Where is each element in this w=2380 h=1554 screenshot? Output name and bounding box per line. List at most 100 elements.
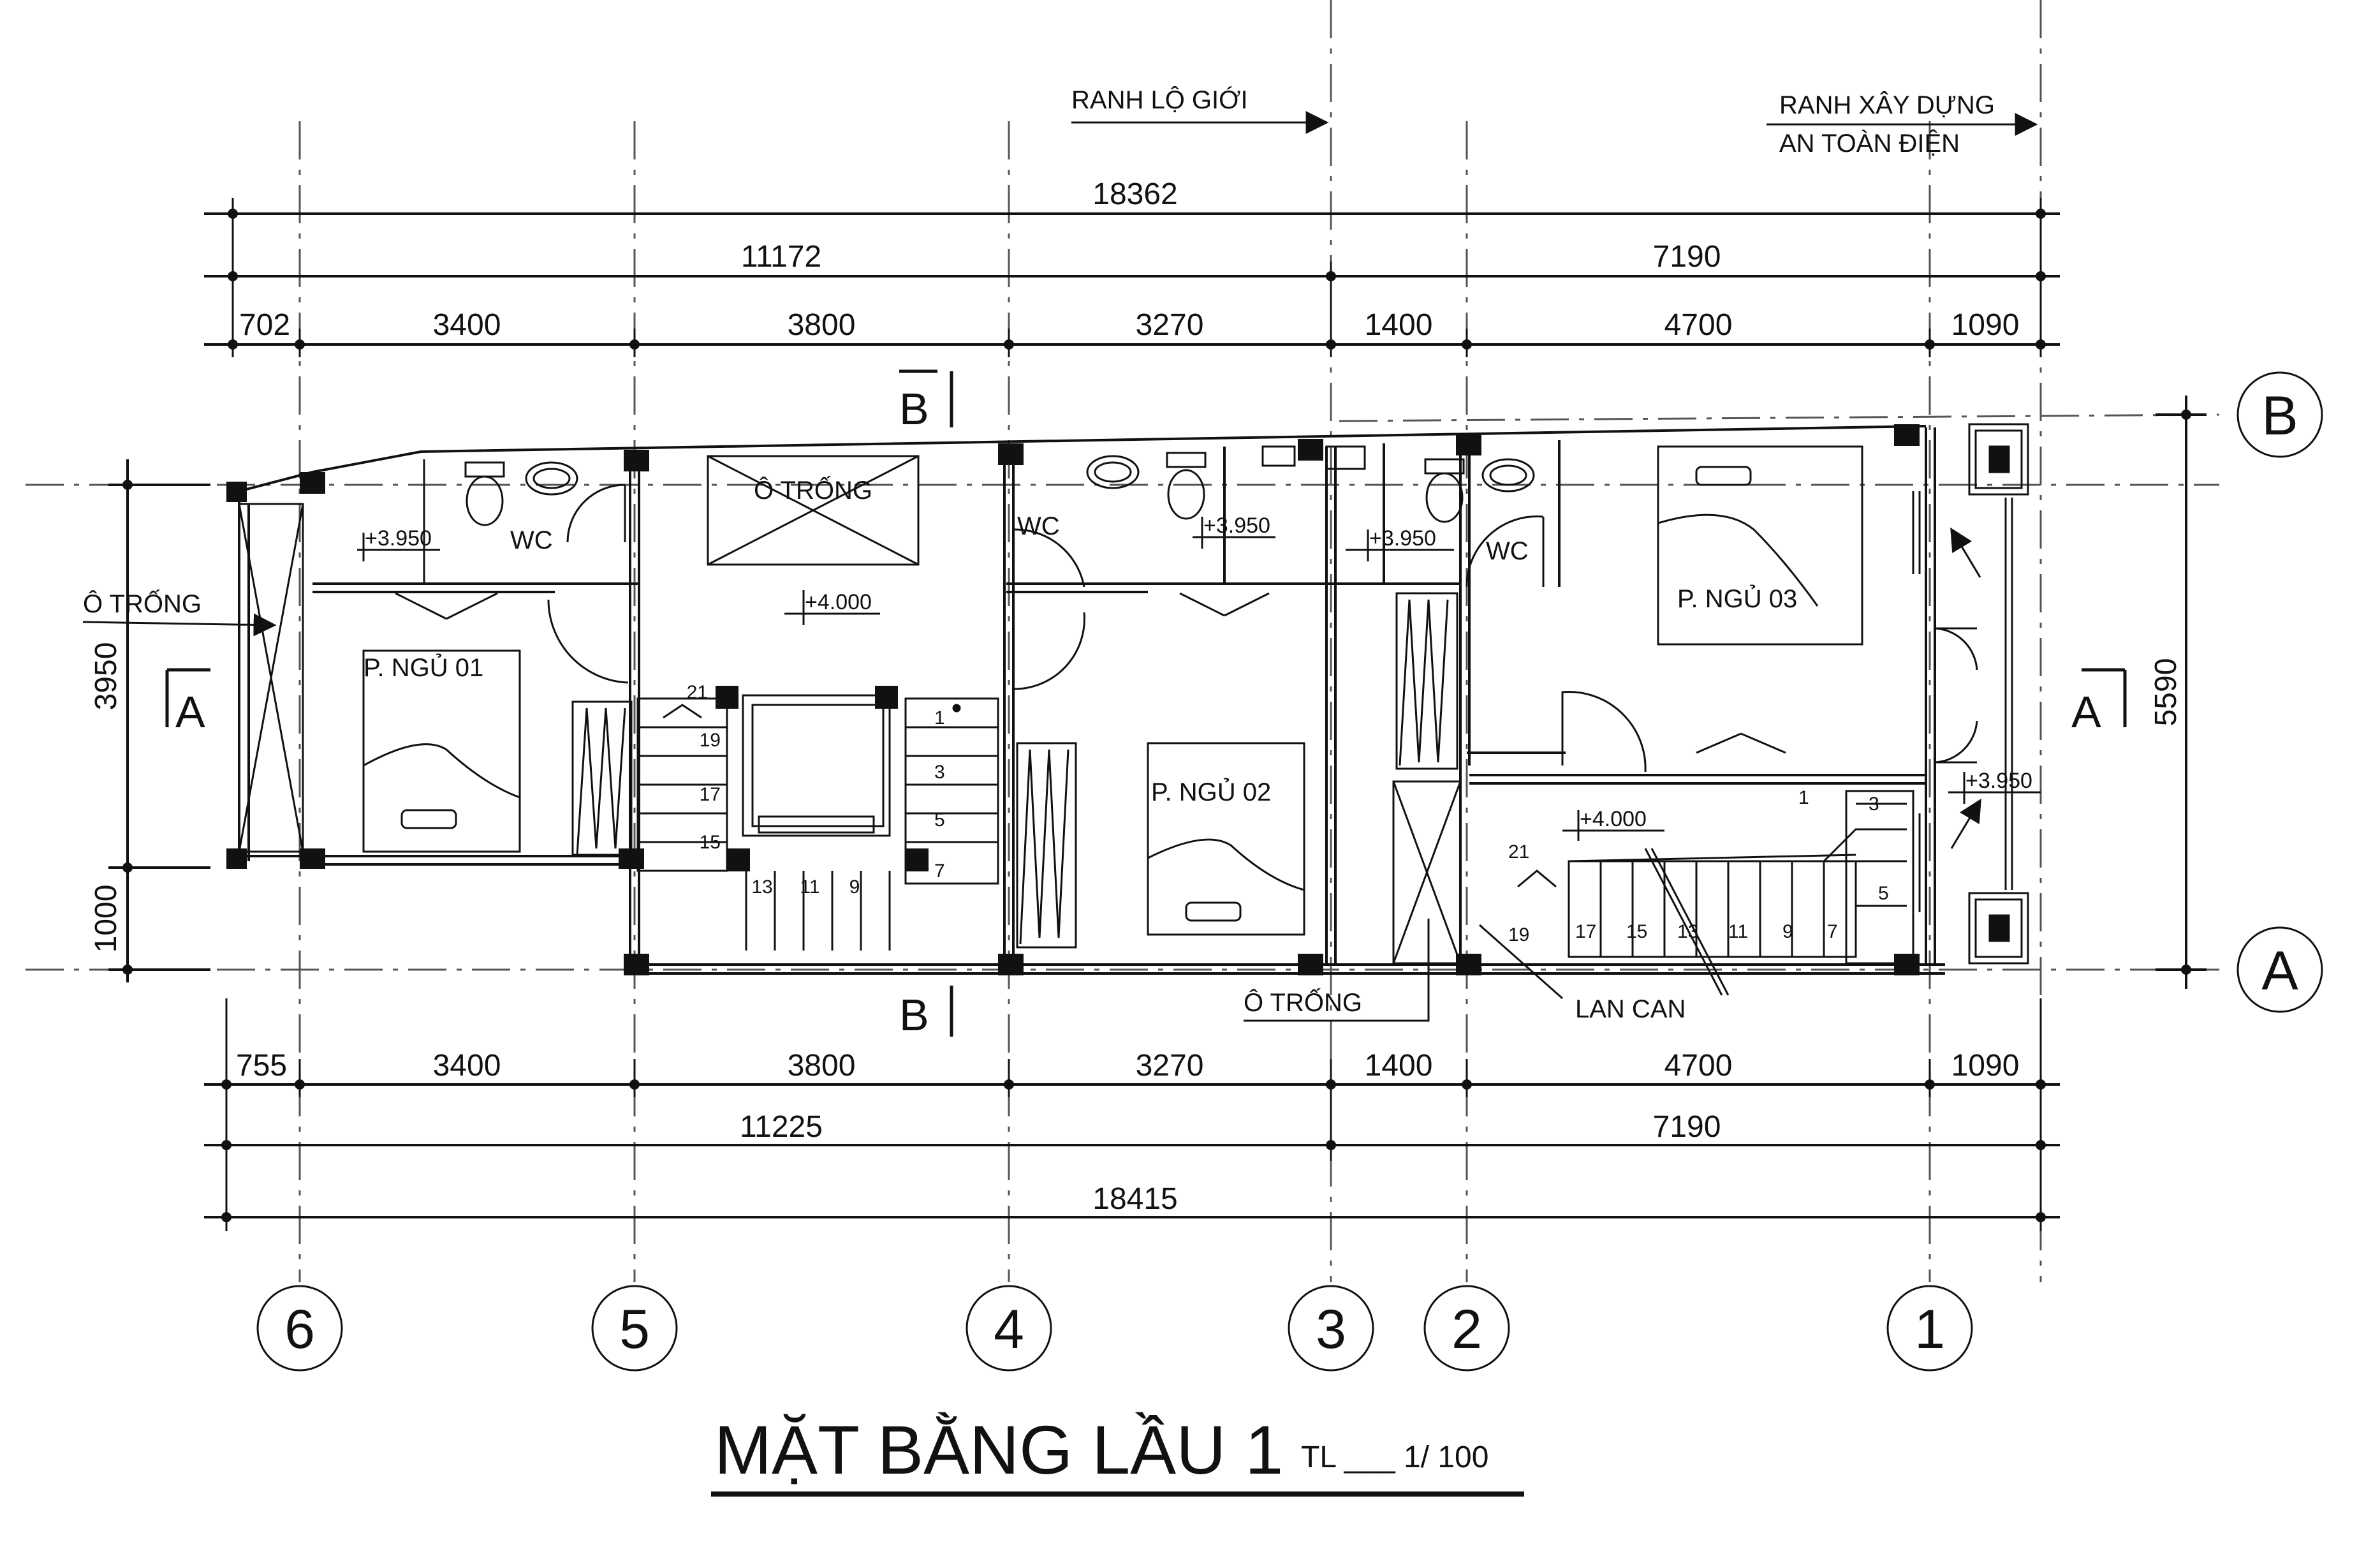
wc3-level: +3.950 [1369, 526, 1436, 551]
wc3-fixtures [1325, 445, 1545, 588]
top-right-dimension: 7190 [1653, 240, 1721, 274]
wc2-label: WC [1017, 512, 1060, 540]
wc1-label: WC [510, 526, 553, 554]
bottom-void [1392, 780, 1462, 965]
bed2-label: P. NGỦ 02 [1151, 777, 1271, 806]
wc2-fixtures [1013, 445, 1296, 588]
lan-can-label: LAN CAN [1575, 995, 1686, 1023]
top-bay-dimension: 3270 [1136, 308, 1204, 342]
structural-columns [226, 424, 1920, 975]
left-dimension: 1000 [89, 885, 123, 953]
top-dimensions [204, 198, 2060, 357]
void-bottom-label: Ô TRỐNG [1244, 988, 1362, 1017]
bed3-furniture [1561, 445, 1921, 773]
top-bay-dimension: 702 [239, 308, 290, 342]
stair1-step: 9 [849, 877, 860, 898]
axis-label-3: 3 [1316, 1299, 1346, 1360]
top-bay-dimension: 1400 [1365, 308, 1433, 342]
axis-label-2: 2 [1451, 1299, 1482, 1360]
section-b-top-label: B [899, 384, 929, 434]
wc1-level: +3.950 [365, 526, 432, 551]
stair2-step: 7 [1827, 921, 1838, 942]
wc2-level-marker [1193, 517, 1275, 549]
left-dimension: 3950 [89, 642, 123, 711]
section-marker-a-right [2082, 668, 2127, 727]
left-void [238, 503, 304, 853]
stair2 [1517, 790, 1914, 996]
bottom-dimensions [204, 998, 2060, 1231]
bottom-right-dimension: 7190 [1653, 1110, 1721, 1144]
section-a-left-label: A [175, 687, 205, 737]
axis-label-b: B [2261, 385, 2298, 447]
stair2-step: 1 [1798, 787, 1809, 808]
axis-label-6: 6 [284, 1299, 315, 1360]
bottom-bay-dimension: 1400 [1365, 1049, 1433, 1083]
stair1-step: 3 [934, 762, 945, 783]
void-left-label: Ô TRỐNG [83, 589, 202, 618]
top-bay-dimension: 3400 [433, 308, 501, 342]
balcony-arrow [1950, 798, 1981, 849]
bed2-furniture [1013, 592, 1305, 949]
axis-label-a: A [2261, 940, 2298, 1002]
void-top-label: Ô TRỐNG [754, 475, 872, 505]
bottom-bay-dimension: 4700 [1664, 1049, 1733, 1083]
wc2-level: +3.950 [1203, 514, 1270, 538]
bottom-bay-dimension: 1090 [1951, 1049, 2020, 1083]
stair1-step: 5 [934, 810, 945, 831]
section-marker-b-top [899, 369, 953, 427]
stair1-step: 19 [700, 730, 721, 751]
hall-level-marker [784, 590, 880, 625]
stair1-post [906, 848, 929, 871]
ranh-xay-dung-note: RANH XÂY DỰNG [1779, 91, 1995, 119]
stair2-step: 21 [1508, 841, 1529, 862]
stair1-step: 11 [800, 877, 819, 898]
stair2-step: 9 [1782, 921, 1793, 942]
stair1 [636, 694, 999, 951]
top-bay-dimension: 1090 [1951, 308, 2020, 342]
stair1-step: 15 [700, 832, 721, 853]
top-overall-dimension: 18362 [1092, 177, 1177, 211]
bottom-overall-dimension: 18415 [1092, 1182, 1177, 1216]
stair1-step: 21 [687, 682, 708, 703]
top-void [707, 455, 920, 566]
balcony-level-marker [1948, 772, 2041, 804]
bed3-label: P. NGỦ 03 [1677, 584, 1797, 613]
axis-bubbles [256, 371, 2323, 1372]
landing-level: +4.000 [1580, 807, 1647, 831]
axis-label-5: 5 [619, 1299, 650, 1360]
drawing-title: MẶT BẰNG LẦU 1 [714, 1411, 1283, 1488]
an-toan-dien-note: AN TOÀN ĐIỆN [1779, 129, 1960, 158]
axis-label-4: 4 [994, 1299, 1024, 1360]
stair2-step: 15 [1626, 921, 1647, 942]
wardrobe [1395, 592, 1458, 770]
balcony-level: +3.950 [1965, 769, 2032, 793]
bottom-bay-dimension: 755 [236, 1049, 287, 1083]
stair2-step: 5 [1878, 883, 1889, 904]
stair2-step: 17 [1575, 921, 1596, 942]
stair1-step: 13 [751, 877, 772, 898]
section-marker-a-left [165, 668, 210, 727]
axis-label-1: 1 [1914, 1299, 1945, 1360]
bottom-bay-dimension: 3800 [788, 1049, 856, 1083]
wc1-fixtures [423, 459, 626, 584]
stair2-step: 19 [1508, 924, 1529, 945]
stair1-post [727, 848, 750, 871]
balcony [1912, 423, 2029, 965]
bed1-label: P. NGỦ 01 [364, 653, 483, 682]
stair2-step: 13 [1677, 921, 1698, 942]
walls [238, 425, 1945, 975]
drawing-scale: TL ___ 1/ 100 [1301, 1440, 1488, 1474]
stair2-step: 11 [1728, 921, 1748, 942]
side-dimensions [108, 396, 2207, 989]
stair1-step: 7 [934, 861, 945, 882]
bottom-left-dimension: 11225 [740, 1110, 823, 1144]
right-dimension: 5590 [2149, 658, 2183, 727]
top-bay-dimension: 3800 [788, 308, 856, 342]
stair1-step: 17 [700, 784, 721, 805]
stair1-post [716, 686, 738, 709]
stair2-step: 3 [1869, 794, 1879, 815]
lan-can-leader [1479, 924, 1563, 1000]
landing-level-marker [1562, 810, 1664, 841]
ranh-lo-gioi-note: RANH LỘ GIỚI [1071, 85, 1248, 114]
